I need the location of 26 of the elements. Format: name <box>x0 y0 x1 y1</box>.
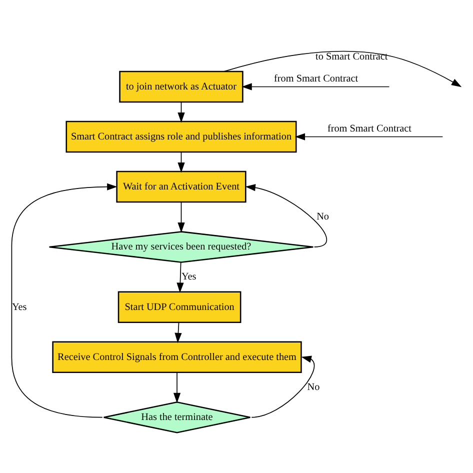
arrow <box>178 151 185 172</box>
edge-label: to Smart Contract <box>316 50 388 62</box>
node-box: Start UDP Communication <box>118 290 242 323</box>
arrow <box>251 355 315 418</box>
node-box: Receive Control Signals from Controller and execute them <box>52 340 302 373</box>
edge-label: Yes <box>12 301 27 312</box>
edge-label: from Smart Contract <box>274 72 358 84</box>
arrow <box>174 322 182 343</box>
arrow <box>224 50 462 87</box>
node-box: to join network as Actuator <box>119 70 244 102</box>
arrow <box>245 184 328 247</box>
arrow <box>294 132 444 140</box>
arrow <box>178 101 185 122</box>
arrow <box>11 182 118 418</box>
arrow <box>176 261 184 292</box>
edge-label: No <box>316 210 330 222</box>
arrow <box>173 372 181 403</box>
node-box: Smart Contract assigns role and publishes information <box>66 120 297 152</box>
edge-label: No <box>307 381 320 392</box>
node-diamond: Have my services been requested? <box>48 230 314 262</box>
edge-label: from Smart Contract <box>327 122 412 134</box>
arrow <box>242 82 390 90</box>
edge-label: Yes <box>181 271 196 282</box>
node-box: Wait for an Activation Event <box>116 170 246 202</box>
node-diamond: Has the terminate <box>103 400 251 433</box>
arrow <box>178 201 185 232</box>
